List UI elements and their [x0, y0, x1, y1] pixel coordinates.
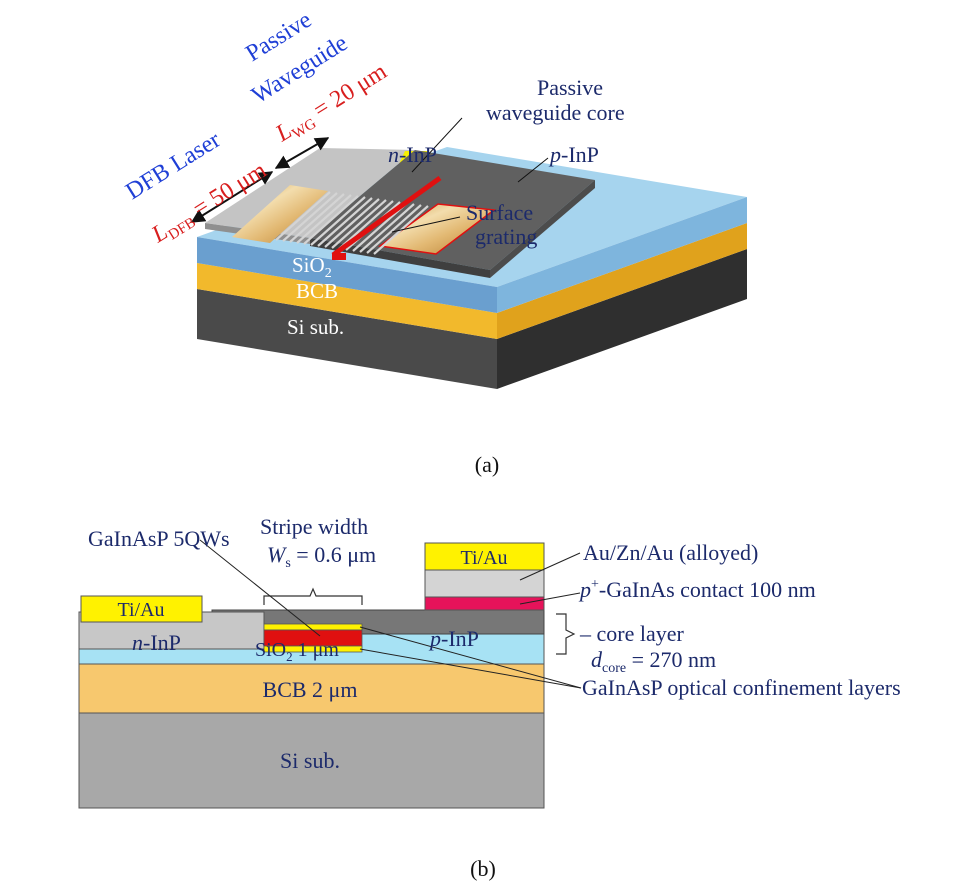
panel-a-caption: (a) [475, 452, 499, 477]
sio2-label-b: SiO2 1 μm [255, 639, 339, 664]
grating-leader [391, 216, 461, 233]
p-inp-label-b: p-InP [428, 626, 479, 651]
active-region [331, 175, 442, 258]
ocl-label: GaInAsP optical confinement layers [582, 675, 901, 700]
bcb-side [497, 223, 747, 339]
auznau-gray [424, 569, 545, 598]
qw-leader [199, 539, 321, 637]
si-label-b: Si sub. [280, 748, 340, 773]
si-substrate-front [197, 289, 497, 389]
tiau-left [80, 595, 203, 623]
bcb-label-b: BCB 2 μm [263, 677, 358, 702]
auznau-label: Au/Zn/Au (alloyed) [583, 540, 758, 565]
core-layer-label: – core layer [579, 621, 684, 646]
ocl-leader-1 [359, 626, 582, 689]
si-substrate-side [497, 249, 747, 389]
bcb-label-a: BCB [296, 279, 338, 303]
ocl-leader-2 [359, 648, 582, 689]
tiau-right [424, 542, 545, 571]
n-inp-label-b: n-InP [132, 630, 181, 655]
surface-grating-lines [275, 191, 429, 255]
stripe-label: Stripe width [260, 514, 368, 539]
core-brace [556, 613, 576, 655]
qw-label: GaInAsP 5QWs [88, 526, 230, 551]
active-region-facet [332, 253, 346, 260]
ws-label: Ws = 0.6 μm [267, 542, 376, 571]
ldfb-arrow [190, 171, 274, 223]
p-inp-label-a: p-InP [548, 142, 599, 167]
lwg-arrow [274, 137, 330, 169]
stripe-brace [263, 587, 363, 605]
bcb-b [78, 663, 545, 714]
sio2-side [497, 197, 747, 313]
right-electrode [378, 203, 496, 255]
p-inp-side [490, 180, 595, 278]
contact-leader [519, 592, 581, 605]
sio2-front [197, 237, 497, 313]
ocl-upper [263, 623, 363, 631]
panel-a: DFB Laser LDFB = 50 μm Passive Waveguide… [121, 7, 747, 477]
contact-label: p+-GaInAs contact 100 nm [578, 577, 816, 602]
tiau-right-label: Ti/Au [460, 547, 507, 569]
wg-core-label-1: Passive [537, 75, 603, 100]
p-inp-leader [517, 157, 549, 183]
contact-pink [424, 596, 545, 611]
grating-label-2: grating [475, 224, 537, 249]
auznau-leader [519, 552, 581, 581]
dcore-label: dcore = 270 nm [591, 647, 716, 676]
n-inp-label-a: n-InP [388, 142, 437, 167]
panel-b-caption: (b) [470, 856, 496, 881]
tiau-left-label: Ti/Au [117, 599, 164, 621]
sio2-label-a: SiO2 [292, 253, 332, 281]
si-substrate-b [78, 712, 545, 809]
grating-label-1: Surface [466, 200, 533, 225]
si-label-a: Si sub. [287, 315, 344, 339]
panel-b: GaInAsP 5QWs Stripe width Ws = 0.6 μm Ti… [78, 514, 901, 881]
left-electrode [232, 185, 328, 243]
bcb-front [197, 263, 497, 339]
wg-core-leader [411, 117, 463, 173]
wg-core-label-2: waveguide core [486, 100, 625, 125]
